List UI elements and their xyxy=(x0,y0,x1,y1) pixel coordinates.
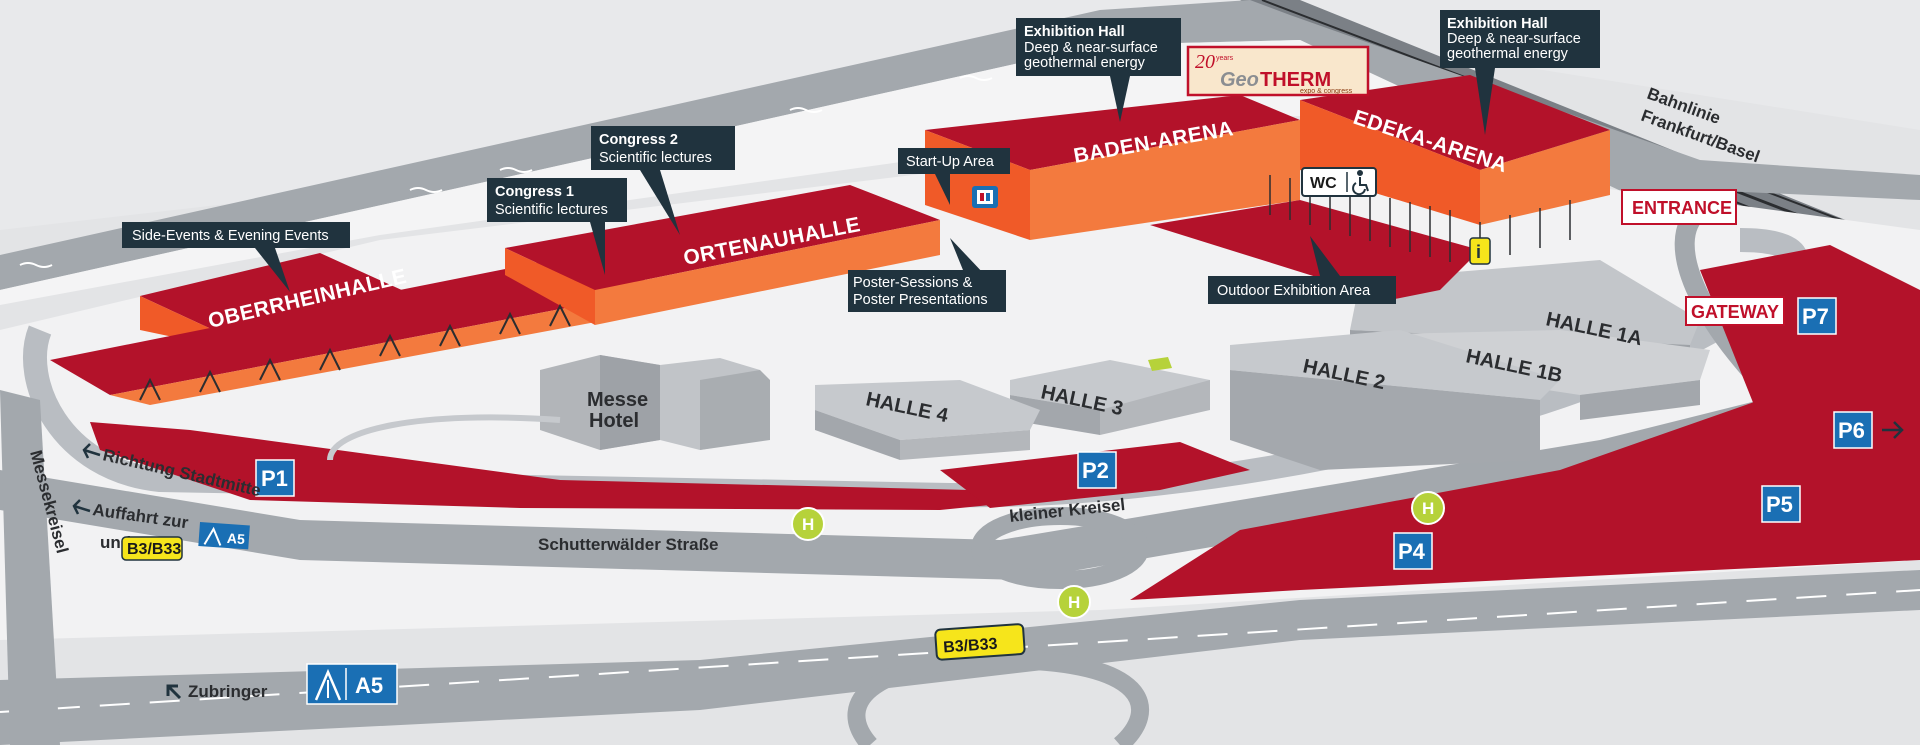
wheelchair-icon xyxy=(1352,170,1369,196)
arrow-up-left-icon xyxy=(166,684,182,700)
callout-side-events: Side-Events & Evening Events xyxy=(122,222,350,292)
parking-p5: P5 xyxy=(1761,485,1801,523)
entrance-text: ENTRANCE xyxy=(1632,198,1732,218)
logo-geo: Geo xyxy=(1220,69,1259,91)
parking-p6: P6 xyxy=(1833,411,1873,449)
label-schutterwaelder: Schutterwälder Straße xyxy=(538,535,718,554)
b3-badge-small-text: B3/B33 xyxy=(127,541,181,558)
parking-p7: P7 xyxy=(1797,297,1837,335)
kleiner-kreisel xyxy=(971,507,1149,589)
upper-sidewalk xyxy=(0,40,1450,305)
logo-years-suffix: years xyxy=(1216,55,1234,62)
bus-stop-2: H xyxy=(1411,491,1445,525)
parking-p1-text: P1 xyxy=(261,466,288,491)
edeka-arena-building xyxy=(1300,75,1610,225)
callout-poster-line2: Poster Presentations xyxy=(853,292,988,308)
callout-congress-1-sub: Scientific lectures xyxy=(495,202,608,218)
logo-therm: THERM xyxy=(1260,69,1331,91)
callout-poster: Poster-Sessions & Poster Presentations xyxy=(848,238,1006,312)
lower-ramp xyxy=(847,650,1150,745)
entrance-sign: ENTRANCE xyxy=(1621,189,1737,225)
callout-exhibition-right: Exhibition Hall Deep & near-surface geot… xyxy=(1440,10,1600,135)
motorway-icon: A5 xyxy=(198,522,250,550)
arrow-right-icon xyxy=(1882,421,1904,439)
motorway-a5-large-text: A5 xyxy=(355,673,383,698)
parking-p2: P2 xyxy=(1077,451,1117,489)
b3-badge-large: B3/B33 xyxy=(934,623,1026,661)
geotherm-logo: 20 years Geo THERM expo & congress xyxy=(1186,45,1370,97)
logo-tagline: expo & congress xyxy=(1300,88,1353,95)
info-icon: i xyxy=(1469,237,1491,265)
canopy-supports xyxy=(139,303,571,401)
callout-outdoor-text: Outdoor Exhibition Area xyxy=(1217,283,1371,299)
gateway-text: GATEWAY xyxy=(1691,302,1779,322)
bus-stop-1: H xyxy=(791,507,825,541)
arrow-left-icon xyxy=(72,443,101,515)
wc-text: WC xyxy=(1310,175,1337,192)
callout-startup-text: Start-Up Area xyxy=(906,154,995,170)
label-messe-hotel-1: Messe xyxy=(587,389,648,411)
logo-years: 20 xyxy=(1195,51,1215,73)
callout-congress-2-sub: Scientific lectures xyxy=(599,150,712,166)
green-patch xyxy=(1148,357,1172,371)
info-text: i xyxy=(1476,242,1481,262)
halle-4-building xyxy=(815,380,1040,460)
parking-p1: P1 xyxy=(255,459,295,497)
bus-stop-3-text: H xyxy=(1068,593,1080,612)
callout-exhibition-right-line2: geothermal energy xyxy=(1447,46,1569,62)
bus-stop-3: H xyxy=(1057,585,1091,619)
callout-side-events-text: Side-Events & Evening Events xyxy=(132,228,329,244)
callout-exhibition-left-line1: Deep & near-surface xyxy=(1024,40,1158,56)
hotel-path xyxy=(327,414,561,461)
label-zubringer: Zubringer xyxy=(188,682,268,701)
parking-p4: P4 xyxy=(1393,532,1433,570)
halle-2-building xyxy=(1230,330,1560,470)
callout-exhibition-left-line2: geothermal energy xyxy=(1024,55,1146,71)
wc-sign: WC xyxy=(1301,167,1377,197)
label-messe-hotel-2: Hotel xyxy=(589,410,639,432)
callout-startup: Start-Up Area xyxy=(898,148,1010,205)
parking-p5-text: P5 xyxy=(1766,492,1793,517)
label-auffahrt-a5: A5 xyxy=(226,530,245,547)
callout-exhibition-left: Exhibition Hall Deep & near-surface geot… xyxy=(1016,18,1181,122)
b3-badge-large-text: B3/B33 xyxy=(943,636,998,657)
parking-p1-area xyxy=(90,422,990,510)
parking-p6-text: P6 xyxy=(1838,418,1865,443)
callout-exhibition-right-line1: Deep & near-surface xyxy=(1447,31,1581,47)
parking-p4-text: P4 xyxy=(1398,539,1426,564)
parking-p2-text: P2 xyxy=(1082,458,1109,483)
schutterwaelder-road xyxy=(0,360,1920,580)
messe-hotel-building xyxy=(540,355,770,450)
callout-poster-line1: Poster-Sessions & xyxy=(853,275,973,291)
callout-exhibition-right-title: Exhibition Hall xyxy=(1447,16,1548,32)
b3-badge-small: B3/B33 xyxy=(121,536,183,561)
bus-stop-2-text: H xyxy=(1422,499,1434,518)
callout-congress-1-title: Congress 1 xyxy=(495,184,574,200)
upper-road xyxy=(0,0,1920,290)
callout-exhibition-left-title: Exhibition Hall xyxy=(1024,24,1125,40)
halle-3-building xyxy=(1010,360,1210,435)
callout-congress-2-title: Congress 2 xyxy=(599,132,678,148)
ortenauhalle-building xyxy=(505,185,940,325)
callout-congress-1: Congress 1 Scientific lectures xyxy=(487,178,627,275)
bus-stop-1-text: H xyxy=(802,515,814,534)
parking-p4-p5-area xyxy=(1130,330,1920,600)
atm-icon xyxy=(972,186,998,208)
gateway-sign: GATEWAY xyxy=(1685,296,1785,326)
parking-p7-text: P7 xyxy=(1802,304,1829,329)
messekreisel-road xyxy=(0,390,60,745)
callout-congress-2: Congress 2 Scientific lectures xyxy=(591,126,735,235)
callout-outdoor: Outdoor Exhibition Area xyxy=(1208,236,1396,304)
motorway-a5-large: A5 xyxy=(306,663,398,705)
